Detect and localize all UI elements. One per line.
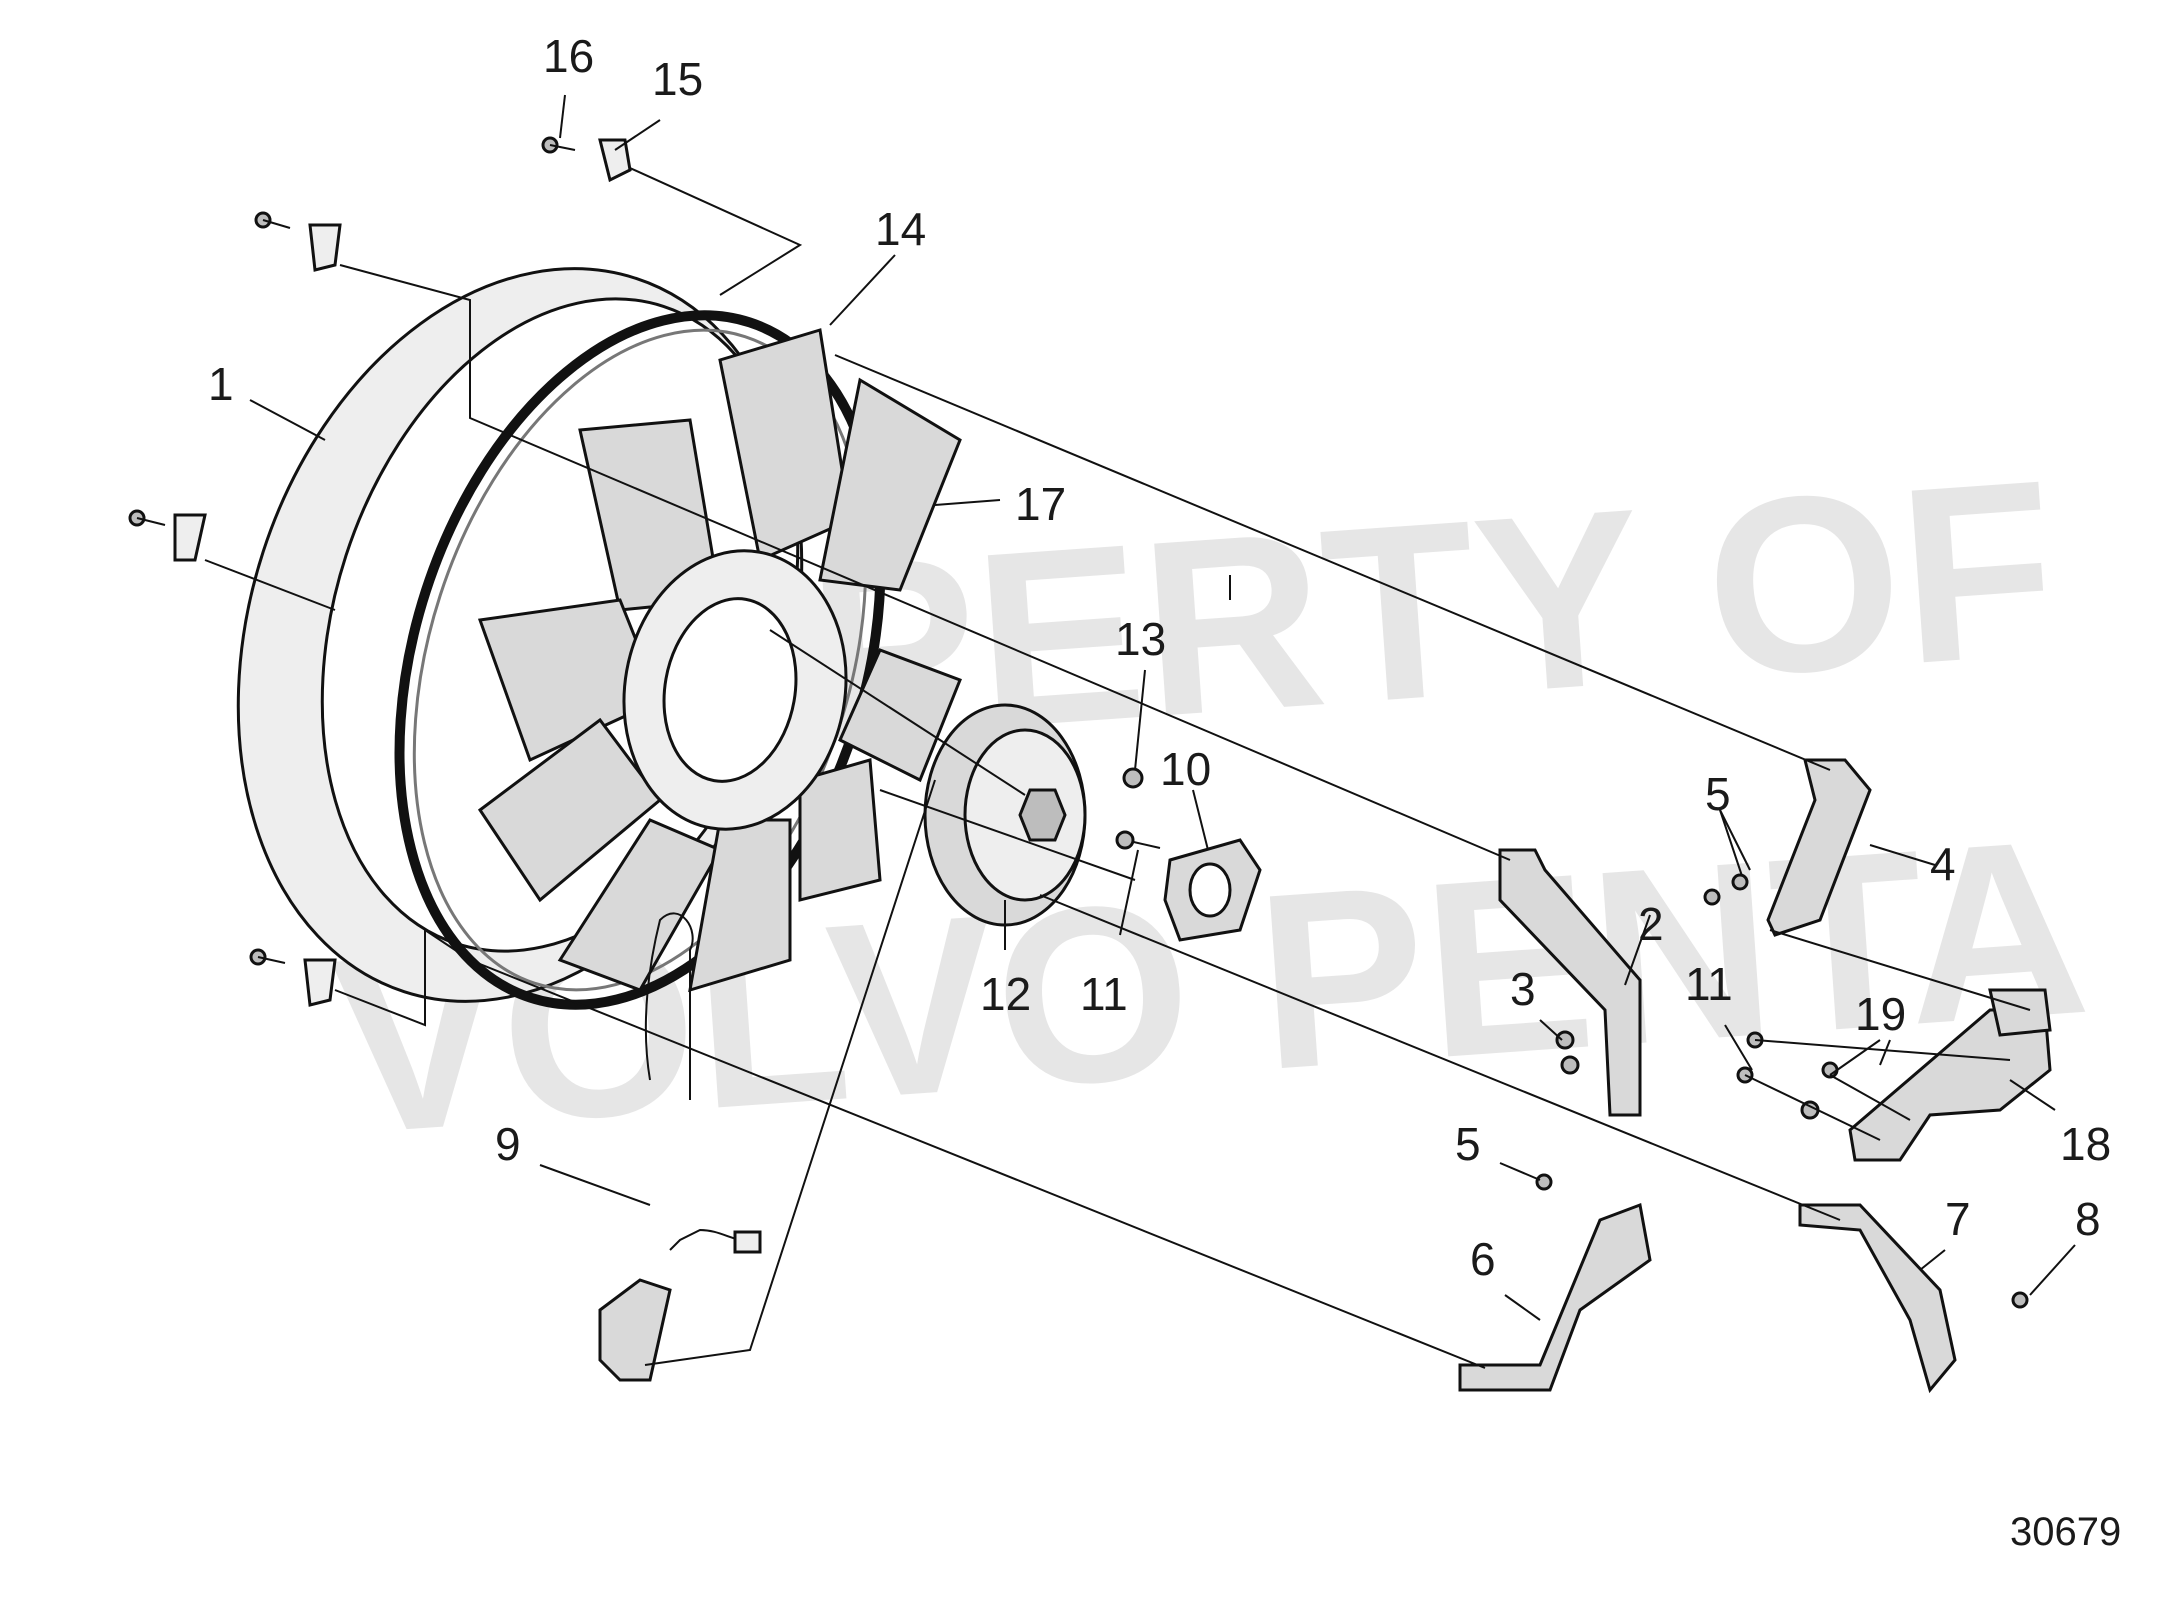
drawing-number: 30679 — [2010, 1510, 2121, 1554]
bracket-7 — [1798, 1203, 1957, 1394]
screws-clips — [128, 136, 632, 1007]
callout-5-bottom: 5 — [1455, 1118, 1481, 1170]
callout-11-right: 11 — [1685, 958, 1733, 1010]
fan-hub-plate — [622, 549, 848, 831]
callouts: 1 2 3 4 5 5 6 7 8 9 10 11 11 12 13 14 15… — [208, 30, 2111, 1285]
bracket-4 — [1766, 758, 1872, 937]
sensor-harness — [598, 912, 762, 1382]
callout-11-left: 11 — [1080, 968, 1128, 1020]
bracket-18 — [1848, 988, 2052, 1162]
callout-19: 19 — [1855, 988, 1906, 1040]
callout-8: 8 — [2075, 1193, 2101, 1245]
callout-12: 12 — [980, 968, 1031, 1020]
callout-1: 1 — [208, 358, 234, 410]
fan-clutch — [923, 703, 1087, 927]
assembly-lines — [204, 167, 2031, 1369]
callout-4: 4 — [1930, 838, 1956, 890]
leader-lines — [249, 94, 2076, 1321]
bracket-6 — [1458, 1202, 1652, 1392]
callout-7: 7 — [1945, 1193, 1971, 1245]
callout-16: 16 — [543, 30, 594, 82]
callout-17: 17 — [1015, 478, 1066, 530]
callout-18: 18 — [2060, 1118, 2111, 1170]
flange-10 — [1163, 838, 1262, 942]
callout-10: 10 — [1160, 743, 1211, 795]
callout-3: 3 — [1510, 963, 1536, 1015]
callout-13: 13 — [1115, 613, 1166, 665]
callout-5-top: 5 — [1705, 768, 1731, 820]
bolt-13 — [1122, 767, 1144, 789]
callout-6: 6 — [1470, 1233, 1496, 1285]
callout-15: 15 — [652, 53, 703, 105]
callout-2: 2 — [1638, 898, 1664, 950]
callout-14: 14 — [875, 203, 926, 255]
callout-9: 9 — [495, 1118, 521, 1170]
bolt-11-left — [1115, 830, 1161, 850]
fan-blades — [477, 328, 962, 993]
bracket-2 — [1498, 848, 1642, 1117]
